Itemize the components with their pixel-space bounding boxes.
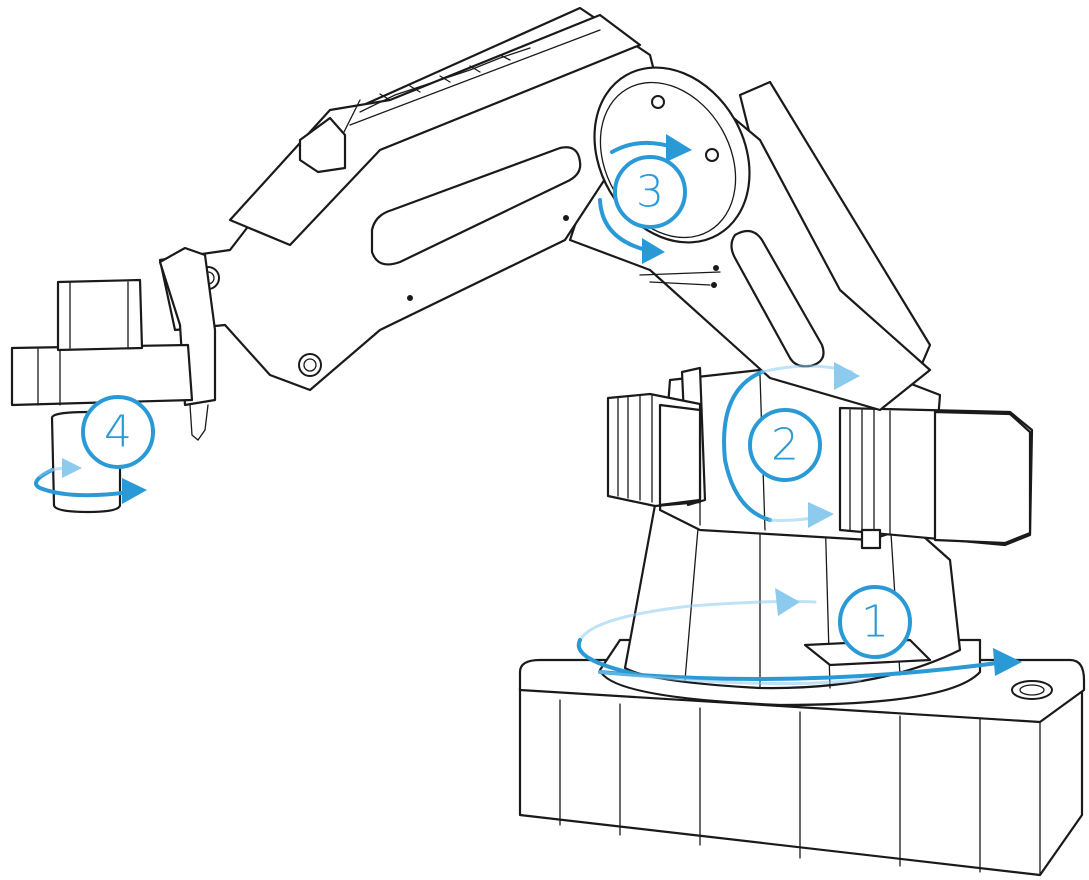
axis-4-label: 4 <box>104 407 132 458</box>
end-effector <box>12 248 215 512</box>
axis-3-label: 3 <box>636 167 664 218</box>
axis-1-badge: 1 <box>840 587 910 657</box>
forearm <box>160 8 660 390</box>
left-stepper-motor <box>608 394 700 506</box>
axis-2-badge: 2 <box>750 410 820 480</box>
axis-4-badge: 4 <box>83 397 153 467</box>
axis-3-badge: 3 <box>615 157 685 227</box>
axis-1-label: 1 <box>861 597 889 648</box>
axis-2-label: 2 <box>771 420 799 471</box>
right-stepper-motor <box>840 408 1032 548</box>
